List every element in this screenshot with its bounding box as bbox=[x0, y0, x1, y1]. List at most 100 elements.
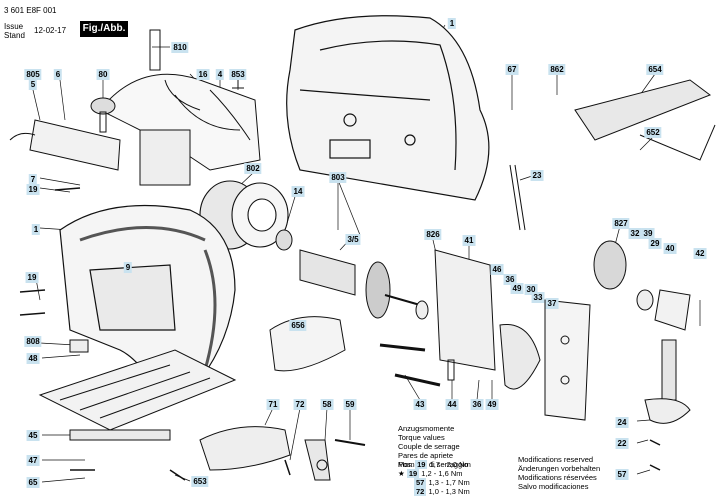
gear-and-plunger bbox=[593, 240, 691, 424]
torque-heading: Pares de apriete bbox=[398, 451, 454, 460]
part-label: 7 bbox=[28, 174, 38, 185]
part-label: 71 bbox=[266, 399, 280, 410]
part-label: 49 bbox=[510, 283, 524, 294]
roller-guide bbox=[199, 426, 366, 481]
torque-table: Anzugsmomente Torque values Couple de se… bbox=[398, 424, 468, 469]
torque-prefix: ★ bbox=[398, 469, 405, 478]
part-label: 14 bbox=[291, 186, 305, 197]
part-label: 803 bbox=[329, 172, 347, 183]
part-label: 49 bbox=[485, 399, 499, 410]
modifications-note: Modifications reserved Änderungen vorbeh… bbox=[518, 455, 600, 491]
issue-date: 12-02-17 bbox=[34, 26, 67, 35]
modification-line: Änderungen vorbehalten bbox=[518, 464, 601, 473]
torque-row: 57 1,3 - 1,7 Nm bbox=[398, 478, 471, 487]
issue-label: Issue bbox=[4, 22, 24, 31]
part-label: 67 bbox=[505, 64, 519, 75]
screws bbox=[19, 187, 661, 481]
part-label: 30 bbox=[524, 284, 538, 295]
housing-lower bbox=[59, 204, 236, 396]
part-label: 32 bbox=[628, 228, 642, 239]
torque-heading: Momenti di serraggio bbox=[398, 460, 469, 469]
part-label: 1 bbox=[447, 18, 457, 29]
part-label: 652 bbox=[644, 127, 662, 138]
part-label: 44 bbox=[445, 399, 459, 410]
torque-row: Pos. 19 1,7 - 2,0 Nm bbox=[398, 460, 471, 469]
part-label: 656 bbox=[289, 320, 307, 331]
part-label: 24 bbox=[615, 417, 629, 428]
part-label: 805 bbox=[24, 69, 42, 80]
part-label: 1 bbox=[31, 224, 41, 235]
part-label: 59 bbox=[343, 399, 357, 410]
torque-rows: Pos. 19 1,7 - 2,0 Nm ★ 19 1,2 - 1,6 Nm 5… bbox=[398, 460, 471, 496]
part-label: 19 bbox=[25, 272, 39, 283]
part-label: 42 bbox=[693, 248, 707, 259]
washer-48 bbox=[69, 339, 89, 353]
modification-line: Salvo modificaciones bbox=[518, 482, 589, 491]
part-label: 36 bbox=[503, 274, 517, 285]
part-label: 37 bbox=[545, 298, 559, 309]
stand-label: Stand bbox=[4, 31, 25, 40]
gear-plate bbox=[434, 249, 591, 421]
torque-value: 1,2 - 1,6 Nm bbox=[421, 469, 463, 478]
torque-pos: 19 bbox=[415, 460, 428, 469]
torque-value: 1,0 - 1,3 Nm bbox=[428, 487, 470, 496]
part-label: 36 bbox=[470, 399, 484, 410]
torque-pos: 19 bbox=[406, 469, 420, 478]
part-label: 58 bbox=[320, 399, 334, 410]
part-label: 57 bbox=[615, 469, 629, 480]
torque-row: 72 1,0 - 1,3 Nm bbox=[398, 487, 471, 496]
torque-row: ★ 19 1,2 - 1,6 Nm bbox=[398, 469, 471, 478]
part-label: 802 bbox=[244, 163, 262, 174]
spring-clip bbox=[509, 164, 526, 231]
part-label: 39 bbox=[641, 228, 655, 239]
blade-clamp bbox=[574, 79, 716, 161]
part-label: 9 bbox=[123, 262, 133, 273]
doc-number: 3 601 E8F 001 bbox=[4, 6, 57, 15]
torque-pos: 57 bbox=[414, 478, 427, 487]
part-label: 40 bbox=[663, 243, 677, 254]
part-label: 45 bbox=[26, 430, 40, 441]
modification-line: Modifications reserved bbox=[518, 455, 594, 464]
part-label: 23 bbox=[530, 170, 544, 181]
modification-line: Modifications réservées bbox=[518, 473, 597, 482]
torque-value: 1,7 - 2,0 Nm bbox=[429, 460, 471, 469]
torque-pos: 72 bbox=[414, 487, 427, 496]
part-label: 808 bbox=[24, 336, 42, 347]
part-label: 80 bbox=[96, 69, 110, 80]
part-label: 3/5 bbox=[345, 234, 361, 245]
part-label: 48 bbox=[26, 353, 40, 364]
part-label: 862 bbox=[548, 64, 566, 75]
part-label: 72 bbox=[293, 399, 307, 410]
part-label: 46 bbox=[490, 264, 504, 275]
part-label: 41 bbox=[462, 235, 476, 246]
part-label: 653 bbox=[191, 476, 209, 487]
part-label: 22 bbox=[615, 438, 629, 449]
torque-prefix: Pos. bbox=[398, 460, 414, 469]
leader-lines bbox=[32, 24, 701, 483]
part-label: 810 bbox=[171, 42, 189, 53]
torque-heading: Couple de serrage bbox=[398, 442, 460, 451]
part-label: 827 bbox=[612, 218, 630, 229]
part-label: 47 bbox=[26, 455, 40, 466]
part-label: 43 bbox=[413, 399, 427, 410]
pin-43 bbox=[379, 343, 426, 352]
part-label: 29 bbox=[648, 238, 662, 249]
armature bbox=[275, 229, 429, 320]
cord-sleeve bbox=[9, 119, 121, 171]
part-label: 65 bbox=[26, 477, 40, 488]
part-label: 19 bbox=[26, 184, 40, 195]
switch-assembly bbox=[90, 29, 261, 186]
housing-upper bbox=[286, 15, 490, 201]
stator bbox=[199, 180, 289, 250]
part-label: 16 bbox=[196, 69, 210, 80]
torque-value: 1,3 - 1,7 Nm bbox=[428, 478, 470, 487]
part-label: 33 bbox=[531, 292, 545, 303]
part-label: 4 bbox=[215, 69, 225, 80]
pin-44 bbox=[394, 373, 441, 387]
dust-cover bbox=[269, 316, 346, 372]
part-label: 5 bbox=[28, 79, 38, 90]
figure-title: Fig./Abb. 1 bbox=[80, 21, 128, 50]
pin-44b bbox=[447, 359, 455, 381]
